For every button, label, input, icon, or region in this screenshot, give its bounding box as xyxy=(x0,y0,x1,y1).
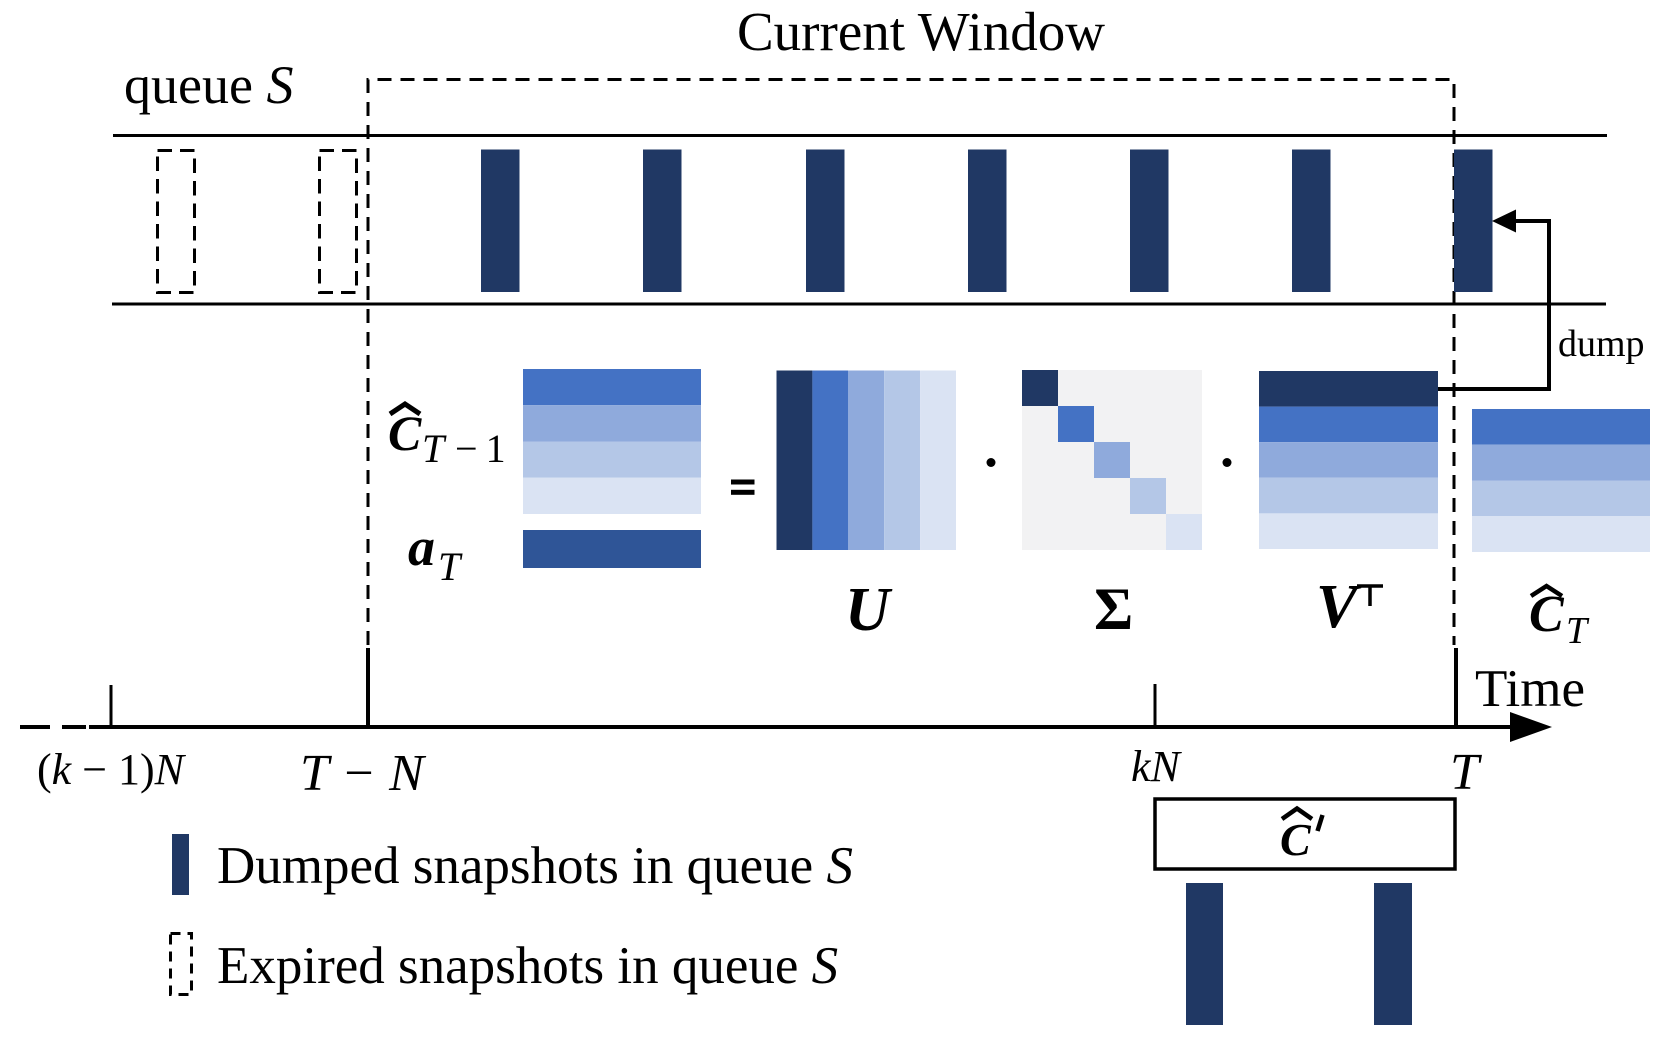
svg-text:C: C xyxy=(1529,586,1565,643)
svg-text:Current Window: Current Window xyxy=(737,1,1105,62)
svg-text:Dumped snapshots in queue S: Dumped snapshots in queue S xyxy=(217,837,853,895)
svg-text:dump: dump xyxy=(1558,323,1645,365)
svg-text:V: V xyxy=(1316,573,1362,641)
svg-text:C: C xyxy=(388,405,422,461)
svg-text:T − N: T − N xyxy=(300,745,427,802)
svg-text:Time: Time xyxy=(1475,660,1585,718)
svg-text:queue S: queue S xyxy=(124,55,293,115)
svg-text:U: U xyxy=(845,576,893,644)
svg-text:T: T xyxy=(438,544,463,589)
svg-text:− 1: − 1 xyxy=(447,426,506,471)
svg-text:Expired snapshots in queue S: Expired snapshots in queue S xyxy=(217,937,838,995)
svg-text:(k − 1)N: (k − 1)N xyxy=(37,745,187,794)
svg-text:C: C xyxy=(1280,814,1312,865)
svg-text:T: T xyxy=(1566,610,1590,652)
svg-text:a: a xyxy=(408,517,435,577)
svg-text:kN: kN xyxy=(1131,742,1183,791)
svg-text:Σ: Σ xyxy=(1094,576,1133,642)
svg-text:T: T xyxy=(1450,744,1482,801)
svg-text:T: T xyxy=(422,426,447,471)
